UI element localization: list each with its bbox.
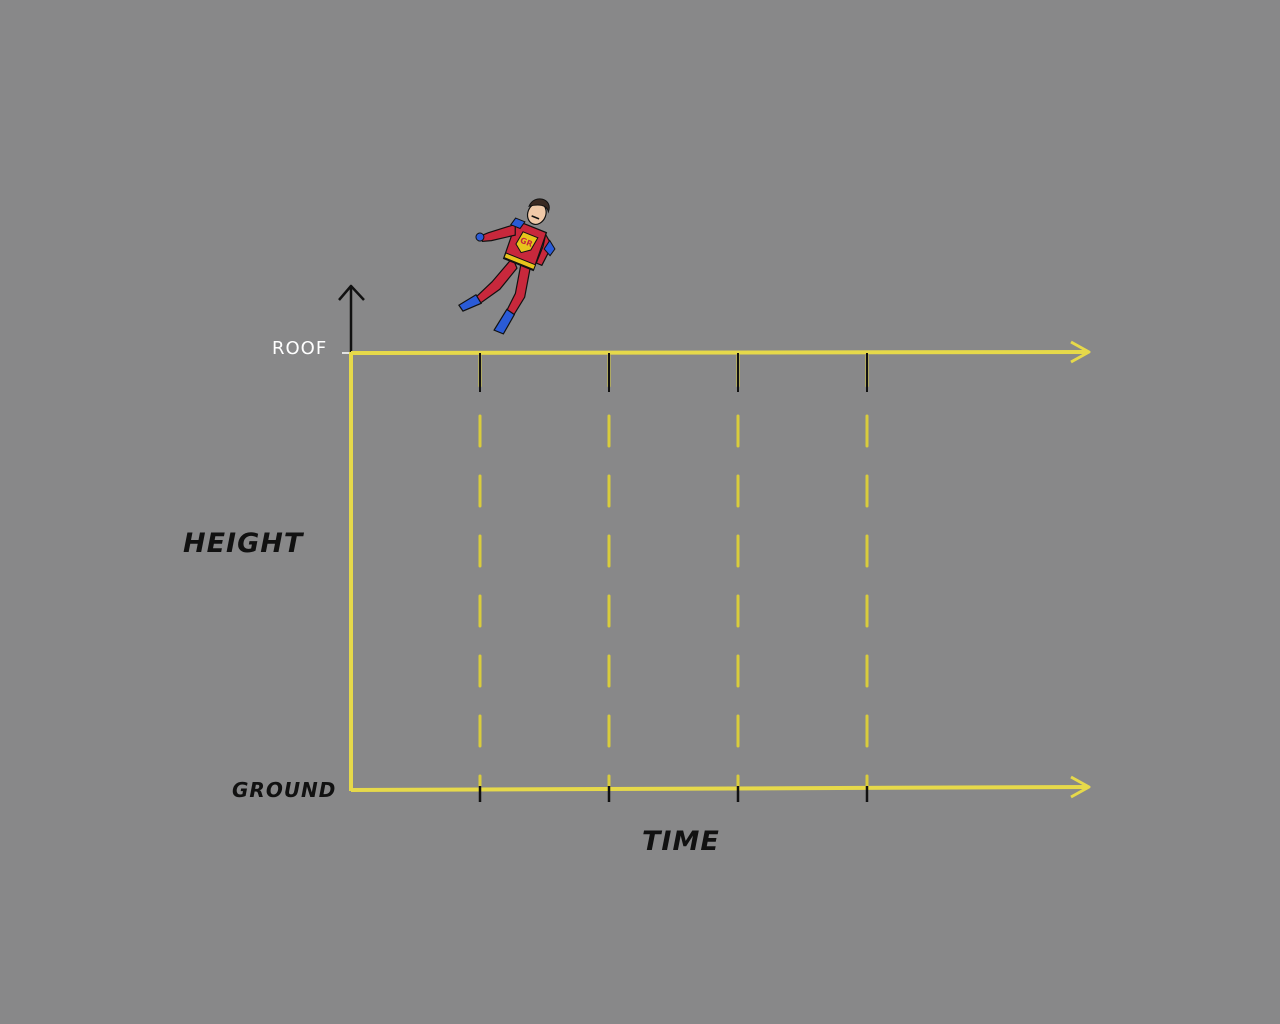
- time-gridlines: [478, 354, 869, 788]
- vertical-arrow-icon: [338, 284, 365, 352]
- time-axis: [350, 775, 1091, 799]
- height-axis-label: HEIGHT: [183, 528, 304, 559]
- svg-text:GR: GR: [519, 236, 534, 249]
- ground-label: GROUND: [232, 778, 337, 802]
- roof-axis: [350, 340, 1091, 364]
- roof-label: ROOF: [272, 338, 328, 359]
- time-ticks: [478, 353, 869, 802]
- time-axis-label: TIME: [642, 826, 720, 857]
- falling-superhero-icon: GR: [458, 198, 556, 335]
